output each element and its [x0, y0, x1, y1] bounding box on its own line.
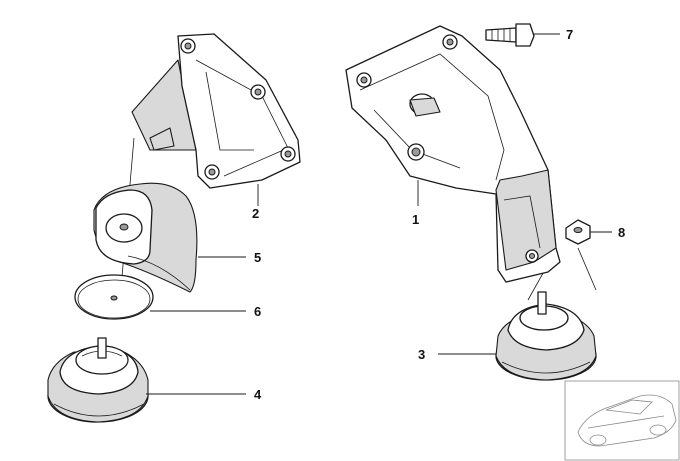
bracket-left-part[interactable] — [131, 33, 301, 189]
callout-6: 6 — [254, 304, 261, 319]
callout-7: 7 — [566, 27, 573, 42]
callout-8: 8 — [618, 225, 625, 240]
callout-5: 5 — [254, 250, 261, 265]
bolt-part[interactable] — [485, 23, 535, 47]
callout-4: 4 — [254, 387, 262, 402]
bracket-right-part[interactable] — [345, 25, 561, 283]
callout-1: 1 — [412, 212, 419, 227]
damper-part[interactable] — [93, 182, 198, 293]
washer-part[interactable] — [74, 274, 154, 320]
vehicle-thumbnail — [564, 380, 680, 461]
engine-mount-right-part[interactable] — [495, 291, 597, 381]
callout-2: 2 — [252, 206, 259, 221]
engine-mount-left-part[interactable] — [47, 337, 149, 423]
callout-3: 3 — [418, 347, 425, 362]
nut-part[interactable] — [565, 219, 591, 245]
